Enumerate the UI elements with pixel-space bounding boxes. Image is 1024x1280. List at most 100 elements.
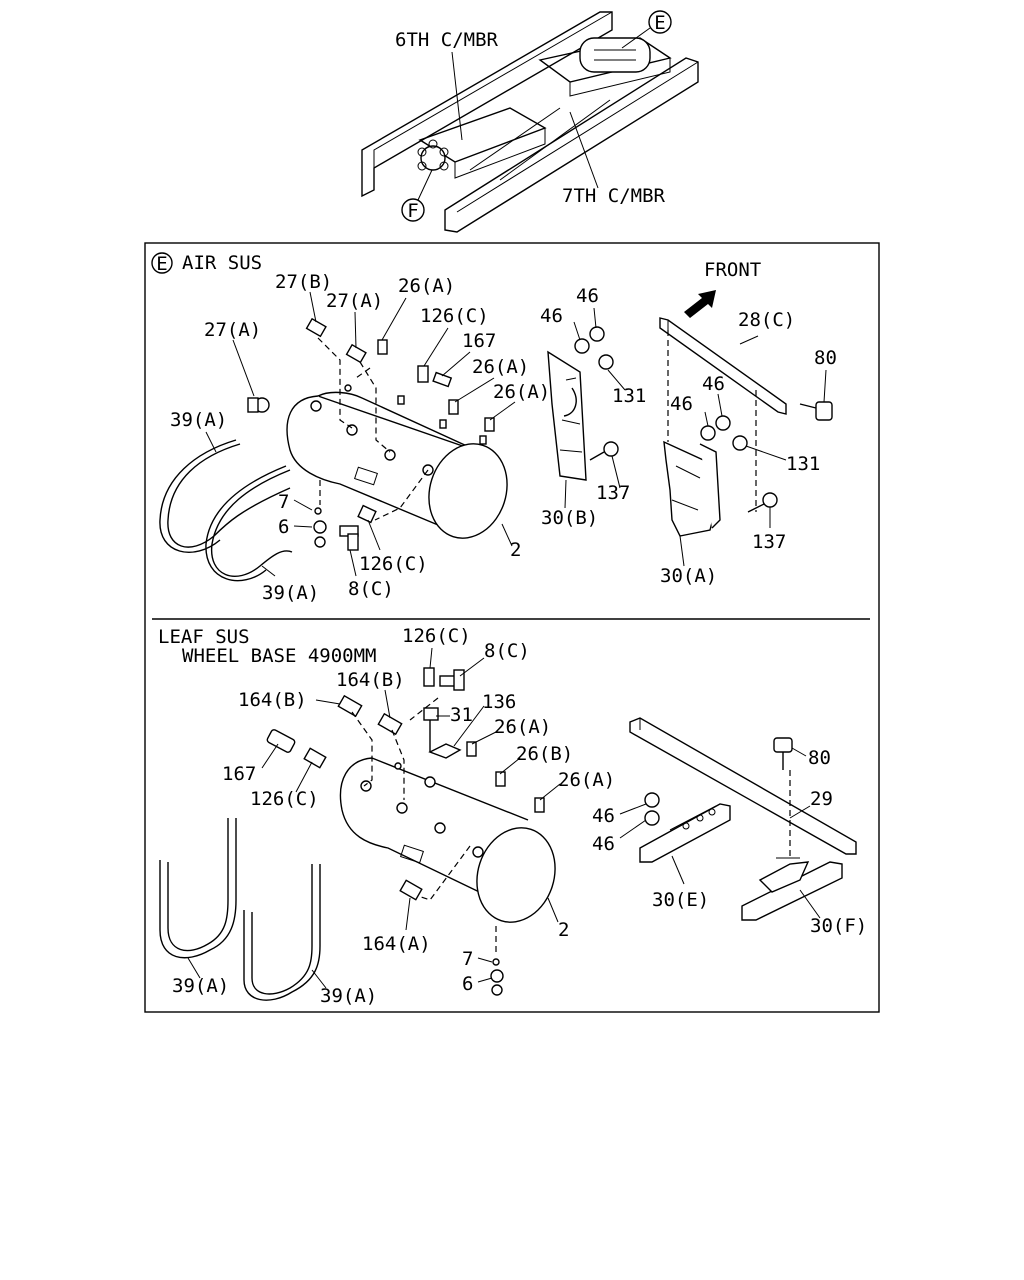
fitting-26a-mid	[448, 399, 459, 415]
fitting-164b-mid	[377, 712, 403, 736]
label-164b-1: 164(B)	[238, 689, 307, 711]
u-bolt-39a-upper	[167, 443, 291, 548]
plug-7-leaf	[492, 958, 500, 966]
nut-46-leaf-1	[644, 792, 660, 808]
label-39a-leaf-2: 39(A)	[320, 985, 377, 1007]
label-39a-1: 39(A)	[170, 409, 227, 431]
fitting-164a	[399, 879, 423, 901]
fitting-126c-leaf-left	[303, 747, 327, 769]
valve-cluster-icon	[417, 139, 449, 171]
label-46-4: 46	[702, 373, 725, 395]
label-126c-leaf-1: 126(C)	[402, 625, 471, 647]
fitting-26a-top	[377, 339, 388, 355]
bracket-28c	[659, 317, 787, 415]
nut-46-b	[589, 326, 605, 342]
nut-46-a	[574, 338, 590, 354]
wheel-base-title: WHEEL BASE 4900MM	[182, 645, 376, 667]
label-26a-3: 26(A)	[493, 381, 550, 403]
nut-46-c	[700, 425, 716, 441]
bolt-137-a	[589, 441, 619, 461]
valve-6-leaf	[490, 969, 504, 996]
valve-6	[313, 520, 327, 548]
bolt-80-a	[799, 401, 833, 421]
bolt-31	[423, 707, 439, 752]
front-arrow-icon	[684, 290, 716, 318]
elbow-8c	[339, 525, 359, 551]
air-leader-lines	[205, 291, 827, 577]
detail-frame	[144, 242, 880, 1013]
label-80-leaf: 80	[808, 747, 831, 769]
nut-46-d	[715, 415, 731, 431]
crossmember-29	[629, 717, 857, 855]
label-46-2: 46	[576, 285, 599, 307]
label-46-3: 46	[670, 393, 693, 415]
air-sus-section: E AIR SUS FRONT	[151, 252, 837, 604]
leaf-leader-lines	[187, 647, 821, 989]
elbow-8c-leaf	[439, 669, 465, 691]
washer-131-a	[598, 354, 614, 370]
fitting-26a-leaf-2	[534, 797, 545, 813]
label-6-air: 6	[278, 516, 289, 538]
label-27b: 27(B)	[275, 271, 332, 293]
bolt-80-leaf	[773, 737, 793, 770]
label-39a-2: 39(A)	[262, 582, 319, 604]
fitting-26a-leaf-1	[466, 741, 477, 757]
label-2-leaf: 2	[558, 919, 569, 941]
plug-7	[314, 507, 322, 515]
label-46-leaf-1: 46	[592, 805, 615, 827]
label-164b-2: 164(B)	[336, 669, 405, 691]
bracket-136	[428, 743, 462, 759]
label-26a-1: 26(A)	[398, 275, 455, 297]
label-136: 136	[482, 691, 516, 713]
fitting-27a-left	[247, 397, 270, 413]
label-29: 29	[810, 788, 833, 810]
label-7th-crossmember: 7TH C/MBR	[562, 185, 666, 207]
label-31: 31	[450, 704, 473, 726]
fitting-164b-left	[337, 694, 363, 718]
chassis-overview: E F 6TH C/MBR 7TH C/MBR	[361, 10, 699, 233]
fitting-167-top	[432, 371, 453, 388]
label-131-1: 131	[612, 385, 646, 407]
label-26a-2: 26(A)	[472, 356, 529, 378]
leaf-air-tank	[339, 757, 556, 923]
label-26b-leaf: 26(B)	[516, 743, 573, 765]
label-46-leaf-2: 46	[592, 833, 615, 855]
label-27a-1: 27(A)	[326, 290, 383, 312]
label-126c-2: 126(C)	[359, 553, 428, 575]
label-8c-leaf: 8(C)	[484, 640, 530, 662]
fitting-26b-leaf	[495, 771, 506, 787]
fitting-27b	[305, 317, 327, 338]
label-30a: 30(A)	[660, 565, 717, 587]
label-28c: 28(C)	[738, 309, 795, 331]
fitting-27a-mid	[345, 343, 367, 364]
u-bolt-39a-leaf-2	[243, 864, 321, 1001]
label-30f: 30(F)	[810, 915, 867, 937]
section-marker-e: E	[156, 253, 167, 275]
fitting-167-leaf	[266, 729, 296, 753]
label-30e: 30(E)	[652, 889, 709, 911]
label-6th-crossmember: 6TH C/MBR	[395, 29, 499, 51]
label-2-air: 2	[510, 539, 521, 561]
label-126c-1: 126(C)	[420, 305, 489, 327]
label-167-air: 167	[462, 330, 496, 352]
label-80-air: 80	[814, 347, 837, 369]
label-46-1: 46	[540, 305, 563, 327]
label-30b: 30(B)	[541, 507, 598, 529]
fitting-126c-bottom	[357, 504, 377, 524]
washer-131-b	[732, 435, 748, 451]
label-7-leaf: 7	[462, 948, 473, 970]
callout-f: F	[407, 200, 418, 222]
fitting-126c-leaf-top	[423, 667, 435, 687]
label-39a-leaf-1: 39(A)	[172, 975, 229, 997]
u-bolt-39a-leaf-1	[159, 818, 237, 959]
label-6-leaf: 6	[462, 973, 473, 995]
label-26a-leaf-1: 26(A)	[494, 716, 551, 738]
label-164a: 164(A)	[362, 933, 431, 955]
label-131-2: 131	[786, 453, 820, 475]
callout-e: E	[654, 12, 665, 34]
label-8c-air: 8(C)	[348, 578, 394, 600]
label-137-1: 137	[596, 482, 630, 504]
label-126c-leaf-2: 126(C)	[250, 788, 319, 810]
bracket-30a	[663, 440, 721, 537]
